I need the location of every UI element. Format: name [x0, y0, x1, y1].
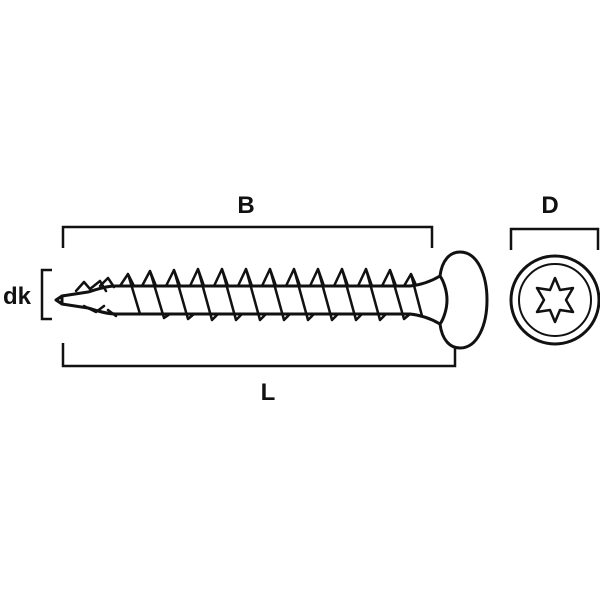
screw-side-view	[54, 250, 489, 350]
screw-threads	[74, 267, 424, 322]
label-dk: dk	[3, 283, 32, 310]
label-b: B	[237, 192, 254, 219]
label-l: L	[261, 379, 276, 406]
label-d: D	[541, 192, 558, 219]
screw-head	[438, 250, 489, 350]
dimension-d	[509, 227, 600, 250]
dimension-l	[61, 343, 457, 368]
screw-tip	[54, 294, 64, 306]
screw-head-top-view	[509, 254, 600, 346]
dimension-b	[61, 225, 434, 248]
torx-drive-icon	[535, 276, 575, 324]
dimension-dk	[40, 268, 52, 321]
